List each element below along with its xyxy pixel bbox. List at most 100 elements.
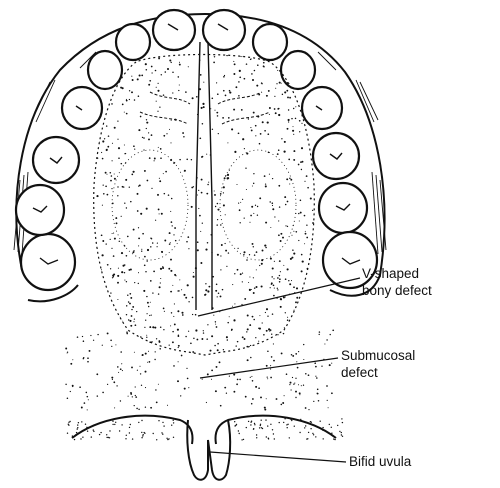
stipple-dot [66,432,69,434]
stipple-dot [79,386,81,388]
stipple-dot [290,353,293,356]
stipple-dot [251,375,253,377]
stipple-dot [304,324,306,327]
stipple-dot [102,300,105,303]
stipple-dot [170,197,173,200]
stipple-dot [326,385,328,387]
stipple-dot [273,260,275,262]
stipple-dot [294,382,296,384]
stipple-dot [191,313,194,316]
stipple-dot [99,331,102,334]
stipple-dot [193,337,195,340]
stipple-dot [84,423,87,425]
stipple-dot [102,288,104,291]
stipple-dot [228,169,230,171]
stipple-dot [299,92,302,95]
stipple-dot [289,381,292,384]
stipple-dot [280,298,282,301]
stipple-dot [68,421,70,423]
stipple-dot [88,349,91,352]
stipple-dot [289,177,291,179]
stipple-dot [296,296,299,299]
stipple-dot [167,438,169,441]
stipple-dot [100,431,102,434]
stipple-dot [310,428,312,430]
stipple-dot [322,438,324,440]
stipple-dot [178,61,181,63]
leader-lines [197,277,361,463]
stipple-dot [312,434,315,436]
stipple-dot [200,191,203,194]
stipple-dot [134,148,136,150]
tooth-6 [114,22,152,62]
stipple-dot [222,186,225,189]
stipple-dot [264,183,267,185]
stipple-dot [121,87,124,90]
stipple-dot [170,119,172,121]
stipple-dot [198,207,200,210]
stipple-dot [220,269,222,271]
stipple-dot [174,239,177,242]
stipple-dot [145,207,148,210]
stipple-dot [93,234,95,236]
stipple-dot [114,407,116,409]
stipple-dot [278,220,280,222]
stipple-dot [310,317,313,320]
stipple-dot [103,138,106,140]
stipple-dot [269,330,271,332]
stipple-dot [286,427,288,429]
stipple-dot [315,375,317,377]
stipple-dot [168,232,171,235]
stipple-dot [210,378,213,380]
stipple-dot [72,385,74,388]
stipple-dot [276,287,278,289]
stipple-dot [299,211,302,214]
stipple-dot [141,354,144,356]
stipple-dot [170,210,172,212]
stipple-dot [143,149,145,151]
stipple-dot [278,421,280,424]
stipple-dot [170,290,173,293]
tooth-9 [251,22,289,62]
stipple-dot [177,310,180,313]
stipple-dot [168,128,171,130]
stipple-dot [313,335,315,339]
stipple-dot [278,81,281,84]
stipple-dot [292,126,294,128]
stipple-dot [77,424,79,426]
stipple-dot [290,349,292,352]
stipple-dot [260,82,263,84]
stipple-dot [277,334,279,336]
stipple-dot [314,316,315,319]
stipple-dot [241,439,243,441]
stipple-dot [312,249,315,252]
stipple-dot [155,86,157,88]
stipple-dot [236,268,239,271]
stipple-dot [319,420,321,422]
stipple-dot [144,255,146,258]
stipple-dot [109,324,112,327]
stipple-dot [144,352,147,355]
stipple-dot [217,342,219,345]
stipple-dot [101,282,104,284]
stipple-dot [285,225,287,227]
stipple-dot [139,373,142,375]
hard-palate-plates [111,149,297,261]
stipple-dot [311,209,314,212]
stipple-dot [155,401,158,404]
stipple-dot [251,315,254,318]
stipple-dot [270,365,272,367]
stipple-dot [144,63,147,66]
stipple-dot [244,297,247,300]
stipple-dot [227,177,230,180]
stipple-dot [109,172,112,174]
stipple-dot [171,225,173,227]
stipple-dot [97,268,100,271]
stipple-dot [109,268,112,270]
stipple-dot [251,380,254,382]
stipple-dot [273,278,275,280]
stipple-dot [222,349,225,351]
stipple-dot [130,393,133,395]
stipple-dot [249,58,252,61]
stipple-dot [141,351,144,354]
